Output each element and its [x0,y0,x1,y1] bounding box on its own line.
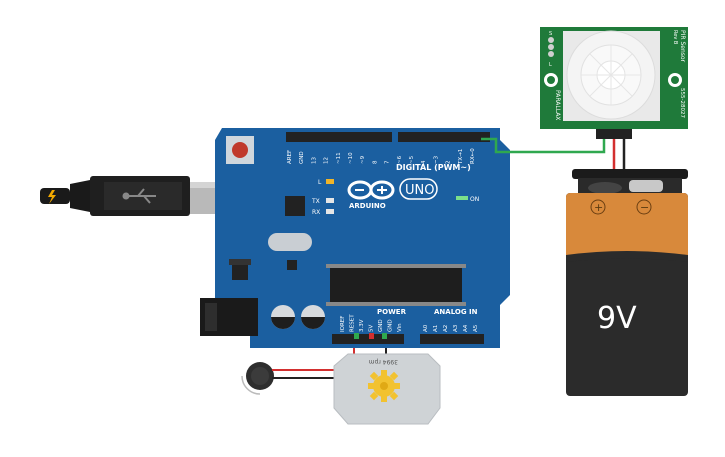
pin-label: TX→1 [458,149,464,165]
sensor-part: 555-28027 [679,88,685,118]
pin-label: A3 [453,324,459,332]
led-on [456,196,468,200]
battery-plus: + [594,201,603,214]
capacitor-1 [271,305,295,329]
usb-icon [122,188,156,204]
analog-label: ANALOG IN [434,308,478,316]
battery-terminal-plus [588,182,622,194]
pin-label: GND [378,319,384,332]
pin-label: A5 [473,324,479,332]
regulator [232,262,248,280]
sensor-pin-l: L [549,62,552,68]
sensor-title: PIR Sensor [679,30,686,63]
pin-label: RESET [350,314,356,332]
atmega-chip [330,268,462,302]
led-l-label: L [318,179,322,186]
digital-pin-labels: AREF GND 13 12 ~11 ~10 ~9 8 7 ~6 ~5 4 ~3 2 TX→1 RX←0 [287,148,476,165]
pin-label: A4 [463,324,469,332]
pin-label: 7 [385,160,391,164]
uno-badge [399,178,438,200]
pin-label: ~11 [336,152,342,164]
battery-terminal-minus [629,180,663,192]
battery-9v[interactable]: + − 9V [566,169,688,396]
pin-label: GND [388,319,394,332]
led-tx-label: TX [311,198,320,205]
pin-label: RX←0 [470,148,476,164]
motor-label: 3994 rpm [369,358,398,365]
dc-motor[interactable]: 3994 rpm [333,353,441,425]
pin-label: A1 [433,325,439,332]
battery-minus: − [640,201,649,214]
power-label: POWER [377,308,407,316]
sensor-rev: Rev B [672,30,678,45]
pin-label: ~6 [397,155,403,164]
capacitor-2 [301,305,325,329]
pin-label: GND [299,151,305,164]
usb-cable[interactable] [40,176,222,216]
gear-icon [368,370,400,402]
crystal [268,233,312,251]
led-rx [326,209,334,214]
digital-label: DIGITAL (PWM~) [396,163,471,172]
pin-label: ~10 [348,152,354,164]
board-model: UNO [405,183,434,198]
small-chip [287,260,297,270]
wire-signal[interactable] [481,137,606,154]
pin-label: 4 [421,160,427,164]
pin-label: A0 [423,324,429,332]
battery-label: 9V [597,301,637,336]
digital-header [286,132,392,142]
arduino-logo-icon [347,180,395,200]
analog-header [420,334,484,344]
digital-header-2 [398,132,490,142]
on-label: ON [470,196,479,203]
pin-label: 5V [369,325,375,332]
pir-sensor[interactable]: S L PARALLAX PIR Sensor Rev B 555-28027 [540,27,688,139]
board-name: ARDUINO [349,202,386,210]
pin-label: 3.3V [359,319,365,332]
icsp-chip [285,196,305,216]
reset-button[interactable] [232,142,248,158]
sensor-brand: PARALLAX [554,90,561,120]
vibration-motor[interactable] [241,362,274,395]
pin-label: 13 [311,157,317,164]
pin-label: AREF [287,150,293,164]
pin-label: 12 [324,157,330,164]
pin-label: IOREF [340,316,346,332]
lightning-icon [48,190,56,204]
pin-label: ~3 [433,155,439,164]
pin-label: 8 [372,160,378,164]
pin-label: A2 [443,325,449,332]
led-l [326,179,334,184]
sensor-pin-s: S [549,31,552,37]
analog-pin-labels: A0 A1 A2 A3 A4 A5 [423,324,479,332]
power-header [332,334,404,344]
pin-label: 2 [446,161,452,165]
pin-label: ~5 [409,155,415,164]
pin-label: Vin [397,323,403,332]
led-tx [326,198,334,203]
arduino-board[interactable]: AREF GND 13 12 ~11 ~10 ~9 8 7 ~6 ~5 4 ~3 2 TX→1 RX←0 DI… [200,128,510,348]
led-rx-label: RX [312,209,320,216]
pin-label: ~9 [360,155,366,164]
